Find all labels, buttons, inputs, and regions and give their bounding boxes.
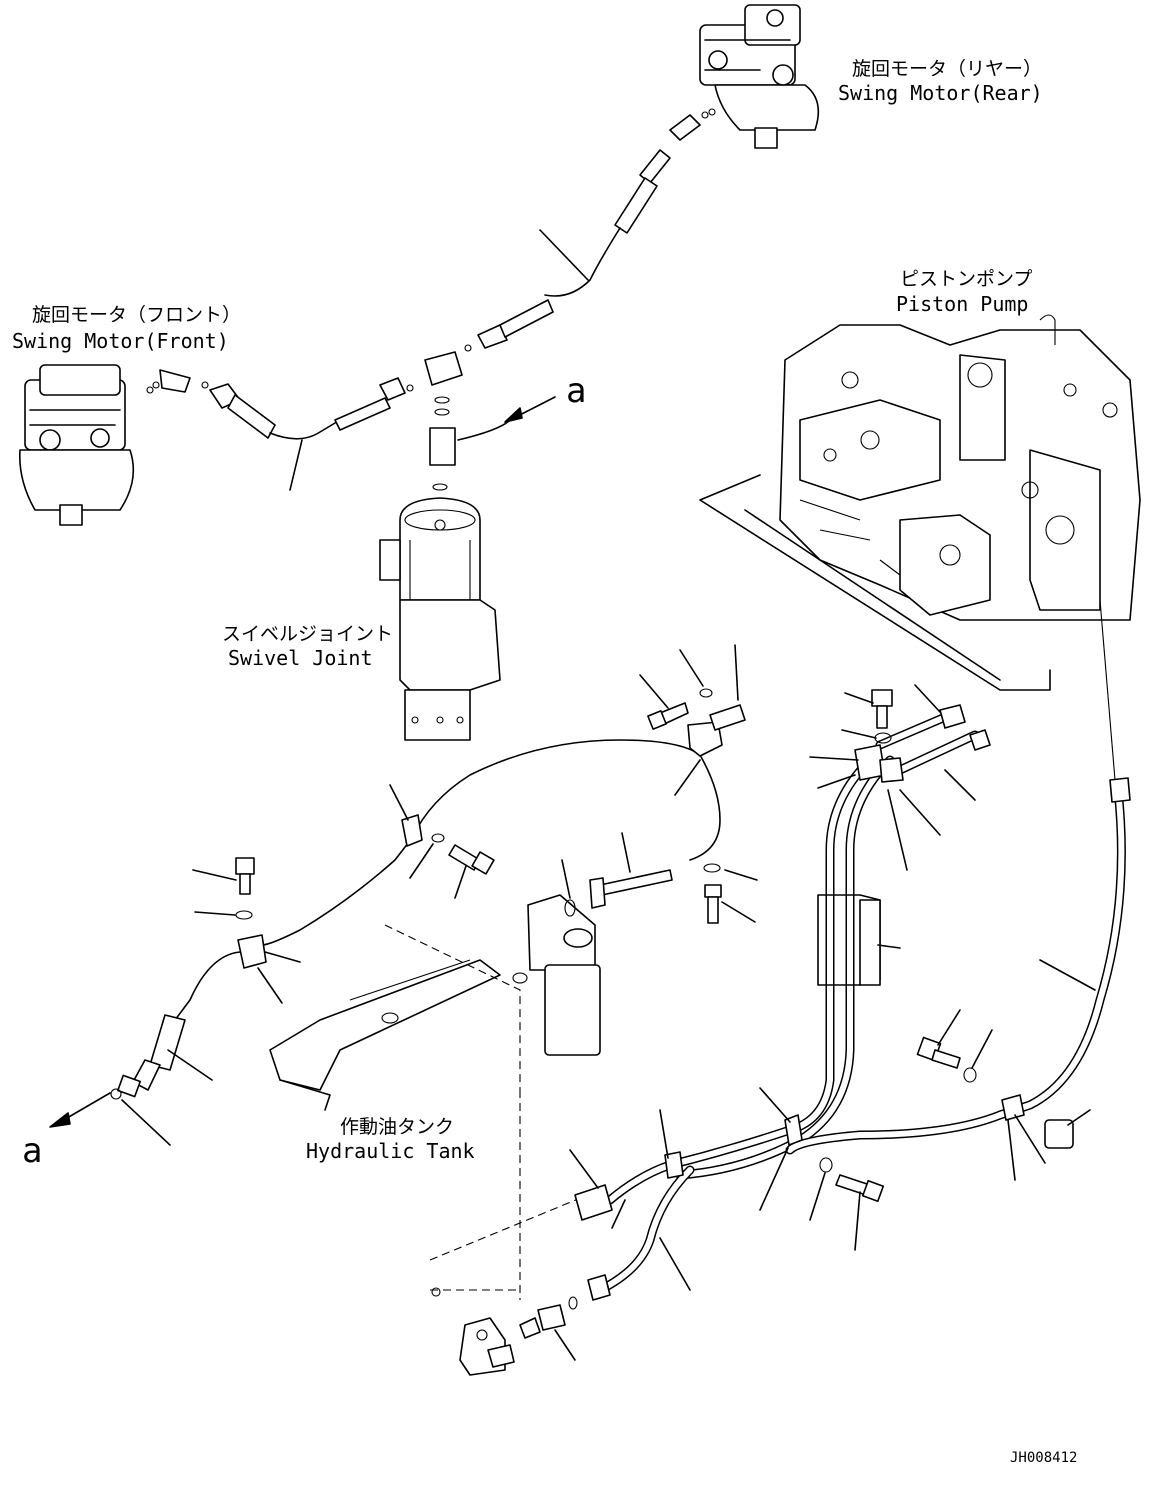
view-ref-a-top: a [566,371,586,411]
leader-rear-hose [539,229,589,281]
hydraulic-tank [269,924,601,1300]
bolt-washer-set-5 [703,863,758,924]
swing-motor-front-label-en: Swing Motor(Front) [12,329,229,353]
swing-motor-rear-label-en: Swing Motor(Rear) [838,81,1043,105]
rear-hose [544,227,621,297]
tank-filter [512,894,601,1056]
leader-front-hose [289,439,303,491]
swing-motor-front-label-jp: 旋回モータ（フロント） [32,304,241,326]
pump-hose-2 [675,755,895,1180]
front-hose-fitting [209,383,276,439]
hose-fittings-right [574,689,1131,1301]
center-hose-left [334,377,414,431]
swivel-joint-label-jp: スイベルジョイント [222,623,393,645]
pump-to-hose-line [1099,599,1116,781]
hydraulic-tank-label-en: Hydraulic Tank [306,1139,475,1163]
front-hose [269,419,341,440]
bolt-washer-set-2 [409,833,495,899]
piston-pump-label-jp: ピストンポンプ [900,268,1032,290]
hose-clamp-upper [674,721,723,796]
clamp-on-hose-1 [389,784,423,847]
swivel-tee [424,351,463,491]
long-return-hose [261,739,701,946]
swing-motor-rear [699,4,820,149]
leaders-right [569,684,1096,1291]
arrow-a-top-line [457,419,511,441]
swing-motor-front [18,364,135,526]
piston-pump [699,314,1141,691]
arrow-a-top-head [504,407,523,423]
rear-hose-fitting [614,149,671,234]
center-hose-right [464,299,554,352]
lower-valve-block [430,1287,578,1376]
view-ref-a-bottom: a [22,1131,42,1171]
swivel-joint [379,497,501,741]
hydraulic-tank-label-jp: 作動油タンク [340,1116,454,1138]
bolt-washer-set-4 [561,832,673,917]
drawing-number: JH008412 [1010,1450,1077,1466]
hose-a-bottom-fitting [110,1014,213,1146]
front-elbow-fitting [146,369,209,394]
hose-a-bottom [174,951,241,1021]
bolt-washer-set-3 [192,857,255,920]
swivel-joint-label-en: Swivel Joint [228,646,373,670]
piston-pump-label-en: Piston Pump [896,292,1028,316]
swing-motor-rear-label-jp: 旋回モータ（リヤー） [852,58,1042,80]
hose-clamp-left [237,934,301,1004]
long-return-hose-2 [689,754,721,861]
arrow-a-bottom-head [49,1112,71,1128]
rear-elbow-fitting [669,108,716,141]
bolt-washer-set-1 [639,644,746,731]
